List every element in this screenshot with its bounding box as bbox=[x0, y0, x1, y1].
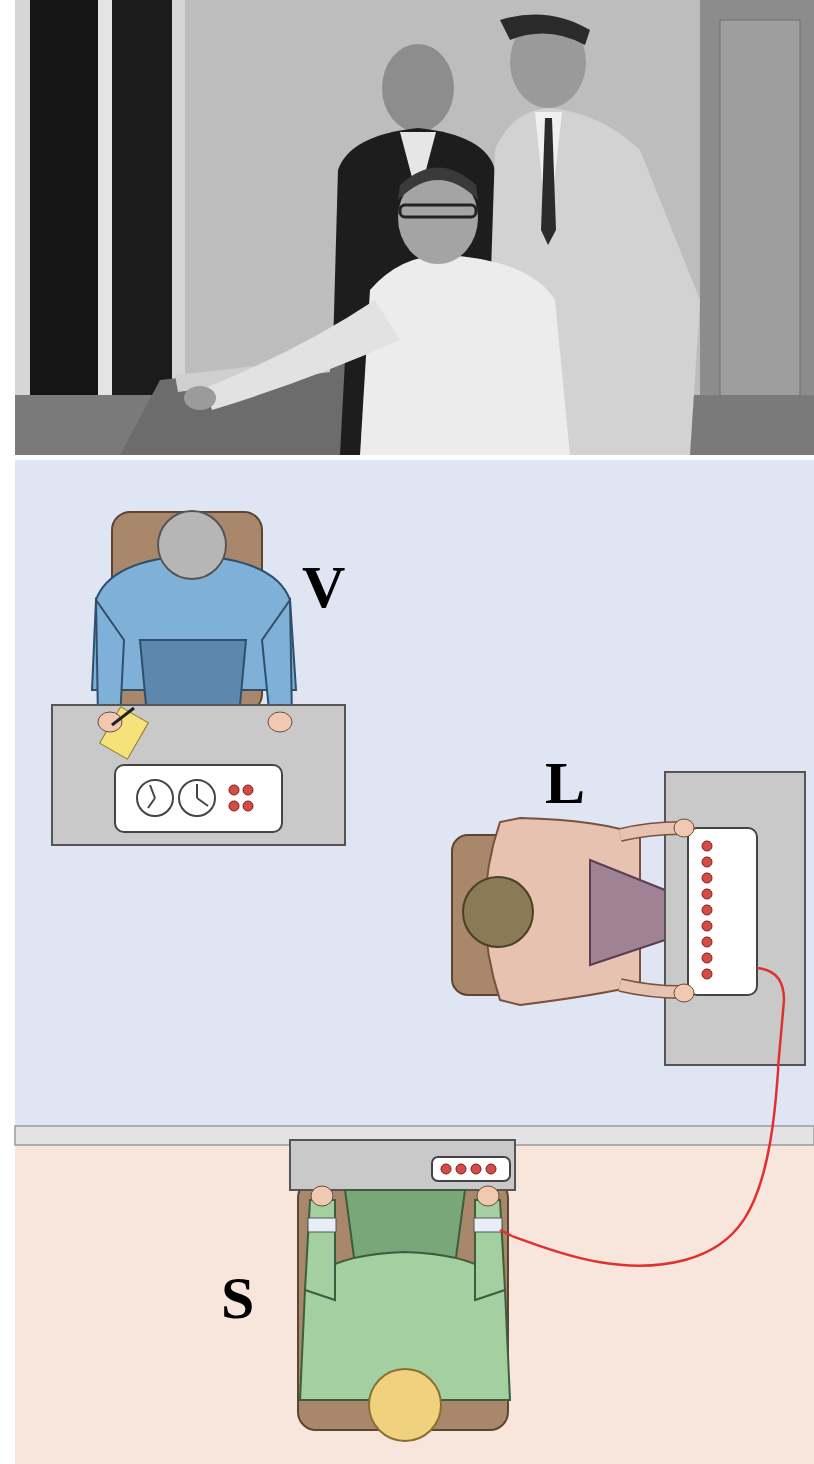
electrode-wire bbox=[512, 1068, 778, 1266]
photograph bbox=[15, 0, 814, 455]
person-station: V bbox=[50, 505, 362, 850]
role-letter: L bbox=[545, 753, 585, 813]
wire bbox=[757, 968, 784, 1068]
person-station: S bbox=[215, 1140, 512, 1455]
wire bbox=[500, 1230, 512, 1236]
role-letter: V bbox=[302, 557, 345, 617]
person-station: L bbox=[445, 745, 810, 1068]
learner-figure bbox=[290, 1140, 515, 1441]
teacher-figure bbox=[452, 772, 805, 1065]
role-letter: S bbox=[221, 1268, 254, 1328]
experimenter-figure bbox=[52, 511, 345, 845]
